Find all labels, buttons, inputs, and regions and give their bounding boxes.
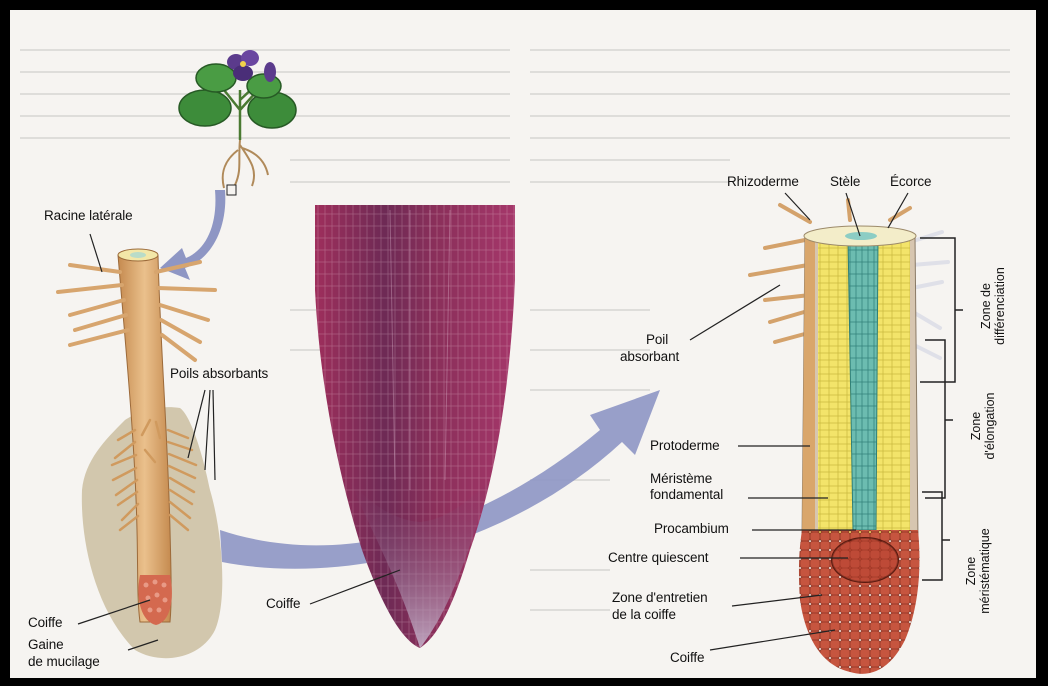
label-zone-elongation: Zone d'élongation [969, 381, 1001, 471]
figure-panel: Racine latérale Poils absorbants Coiffe … [10, 10, 1036, 678]
left-root [58, 249, 222, 658]
label-meristeme-line1: Méristème [650, 471, 712, 487]
label-gaine-line2: de mucilage [28, 654, 100, 670]
root-diagram [10, 10, 1036, 678]
label-stele: Stèle [830, 174, 860, 190]
label-zone-differenciation: Zone de différenciation [979, 251, 1011, 361]
label-poil-line1: Poil [646, 332, 668, 348]
label-racine-laterale: Racine latérale [44, 208, 133, 224]
label-meristeme-line2: fondamental [650, 487, 723, 503]
label-protoderme: Protoderme [650, 438, 720, 454]
label-ecorce: Écorce [890, 174, 931, 190]
right-root-schematic [750, 200, 963, 674]
label-coiffe-right: Coiffe [670, 650, 704, 666]
label-zone-meristematique: Zone méristématique [964, 521, 996, 621]
label-coiffe-left: Coiffe [28, 615, 62, 631]
label-coiffe-middle: Coiffe [266, 596, 300, 612]
label-poils-absorbants: Poils absorbants [170, 366, 268, 382]
label-gaine-line1: Gaine [28, 637, 64, 653]
label-zone-entretien-line2: de la coiffe [612, 607, 676, 623]
label-poil-line2: absorbant [620, 349, 679, 365]
label-zone-entretien-line1: Zone d'entretien [612, 590, 708, 606]
label-centre-quiescent: Centre quiescent [608, 550, 708, 566]
root-micrograph [315, 205, 515, 648]
label-rhizoderme: Rhizoderme [727, 174, 799, 190]
label-procambium: Procambium [654, 521, 729, 537]
small-arrow [160, 190, 225, 280]
